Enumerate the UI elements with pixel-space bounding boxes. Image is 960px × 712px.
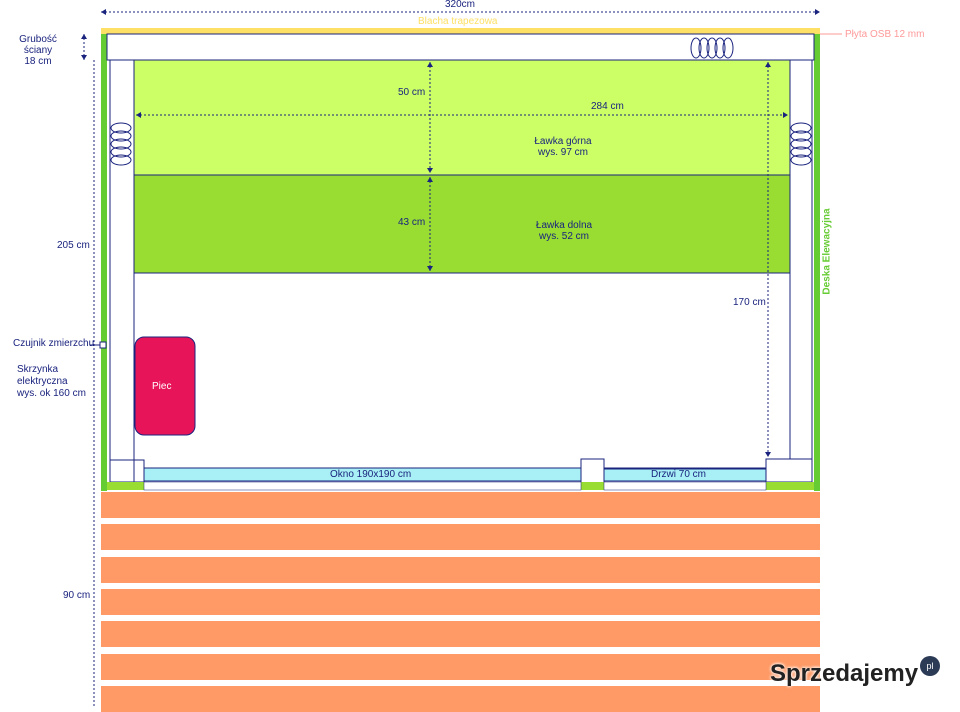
insulation-right-icon [790,122,812,166]
base-strip-mid [581,482,604,490]
deck-board [101,653,820,680]
electric-box-label: Skrzynka elektryczna wys. ok 160 cm [17,364,86,399]
cladding-label: Deska Elewacyjna [821,208,833,295]
deck-board [101,621,820,648]
dim-upper-bench: 50 cm [398,87,426,98]
stove-label: Piec [152,381,172,392]
post-right [765,458,813,483]
deck-board [101,685,820,712]
post-middle [580,458,605,484]
dim-left-height: 205 cm [57,240,90,251]
osb-label: Płyta OSB 12 mm [845,29,925,40]
watermark-badge: pl [920,656,940,676]
right-wall [789,59,813,461]
front-wall-left [109,459,135,483]
dim-arrows [81,9,820,457]
upper-bench-label: Ławka górna wys. 97 cm [534,136,592,158]
watermark: Sprzedajemy [770,660,918,688]
base-strip-door [603,481,767,491]
left-cladding [101,28,107,491]
dim-top-width: 320cm [445,0,476,10]
door-label: Drzwi 70 cm [651,469,707,480]
sensor-marker [99,341,107,349]
roof-strip [101,28,820,34]
base-strip-left [107,482,144,490]
lower-bench-label: Ławka dolna wys. 52 cm [535,220,593,242]
watermark-text: Sprzedajemy [770,660,919,687]
dim-deck-depth: 90 cm [63,590,91,601]
stove [134,336,196,436]
dim-right-height: 170 cm [733,297,766,308]
dim-bench-width: 284 cm [591,101,624,112]
deck-board [101,492,820,518]
deck-board [101,588,820,615]
roof-label: Blacha trapezowa [418,16,498,27]
right-cladding [814,28,820,491]
deck-board [101,524,820,551]
base-strip-right [766,482,814,490]
left-wall [109,59,135,461]
base-strip-window [143,481,582,491]
deck-board [101,556,820,583]
wall-thickness-label: Grubość ściany 18 cm [19,34,57,67]
insulation-top-icon [690,37,734,59]
upper-bench [133,59,791,176]
top-wall [106,33,815,61]
dim-lower-bench: 43 cm [398,217,426,228]
lower-bench [133,174,791,274]
sensor-label: Czujnik zmierzchu [13,338,95,349]
insulation-left-icon [110,122,132,166]
window-label: Okno 190x190 cm [330,469,412,480]
watermark-suffix: pl [926,661,934,671]
post-left [133,459,145,483]
